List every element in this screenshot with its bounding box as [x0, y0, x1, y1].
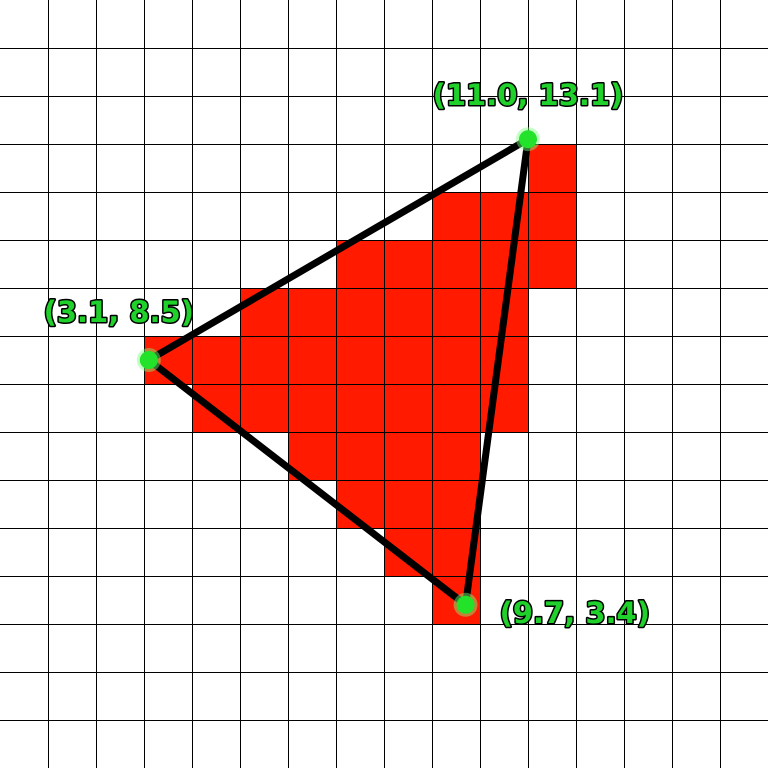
filled-cell [384, 384, 432, 432]
filled-cell [432, 288, 480, 336]
rasterized-cells [144, 144, 576, 624]
vertex-point-c [456, 595, 475, 614]
filled-cell [384, 336, 432, 384]
filled-cell [432, 384, 480, 432]
filled-cell [480, 240, 528, 288]
filled-cell [384, 288, 432, 336]
filled-cell [384, 480, 432, 528]
filled-cell [336, 384, 384, 432]
filled-cell [432, 432, 480, 480]
triangle-vertices [136, 127, 540, 617]
vertex-label-b: (3.1, 8.5) [44, 295, 194, 329]
filled-cell [336, 288, 384, 336]
filled-cell [240, 384, 288, 432]
filled-cell [528, 240, 576, 288]
filled-cell [528, 144, 576, 192]
filled-cell [432, 480, 480, 528]
triangle-edge-ca [462, 135, 532, 609]
triangle-edge-ab [145, 135, 532, 364]
filled-cell [432, 192, 480, 240]
vertex-labels: (11.0, 13.1) (3.1, 8.5) (9.7, 3.4) [42, 77, 651, 632]
filled-cell [288, 288, 336, 336]
filled-cell [528, 192, 576, 240]
filled-cell [432, 240, 480, 288]
filled-cell [384, 240, 432, 288]
filled-cell [240, 336, 288, 384]
triangle-outline [145, 135, 532, 609]
filled-cell [336, 336, 384, 384]
vertex-label-c: (9.7, 3.4) [500, 596, 650, 630]
filled-cell [288, 384, 336, 432]
filled-cell [288, 336, 336, 384]
filled-cell [192, 336, 240, 384]
filled-cell [384, 432, 432, 480]
triangle-edge-bc [145, 356, 470, 609]
filled-cell [432, 336, 480, 384]
vertex-point-a [519, 130, 537, 149]
vertex-label-a: (11.0, 13.1) [433, 78, 624, 112]
vertex-point-b [139, 351, 158, 369]
filled-cell [336, 432, 384, 480]
filled-cell [384, 528, 432, 576]
